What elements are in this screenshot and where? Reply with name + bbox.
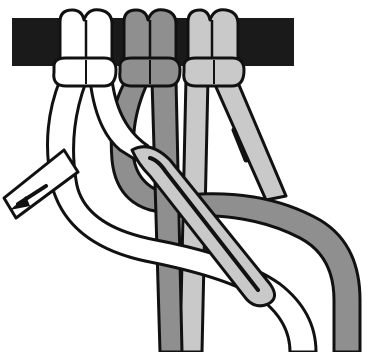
light-gray-strand-right bbox=[212, 78, 286, 200]
white-collar bbox=[54, 58, 116, 86]
dark-gray-strand-right bbox=[152, 80, 182, 352]
